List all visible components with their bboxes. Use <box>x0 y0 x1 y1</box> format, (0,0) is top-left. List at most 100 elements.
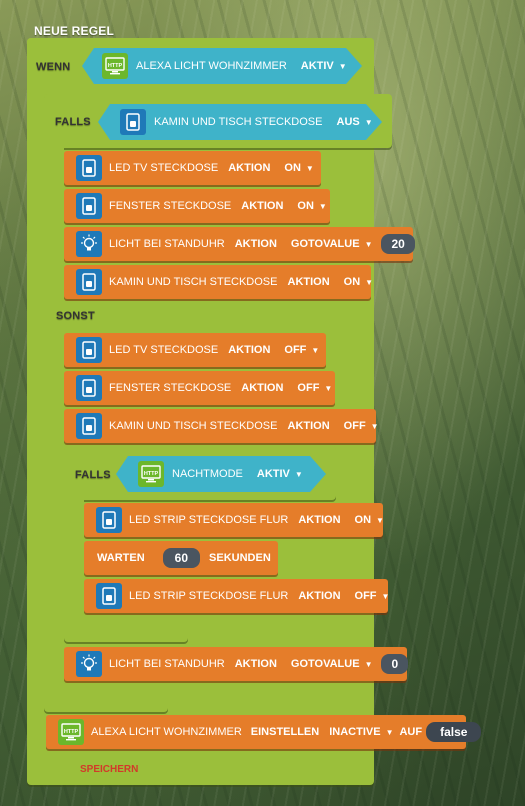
dropdown-arrow-icon: ▼ <box>370 421 379 431</box>
action-keyword: AKTION <box>287 276 330 288</box>
number-input[interactable]: 20 <box>381 234 415 254</box>
dropdown-arrow-icon: ▼ <box>318 201 327 211</box>
bulb-icon <box>76 231 102 257</box>
falls-block-body <box>44 94 64 712</box>
action-keyword: AKTION <box>234 658 277 670</box>
action-value-dropdown[interactable]: ON▼ <box>343 276 374 288</box>
final-auf-label: AUF <box>399 726 423 738</box>
action-keyword: AKTION <box>241 200 284 212</box>
socket-icon <box>76 375 102 401</box>
action-device: FENSTER STECKDOSE <box>109 382 232 394</box>
action-value-dropdown[interactable]: ON▼ <box>284 162 314 174</box>
action-device: LED STRIP STECKDOSE FLUR <box>129 590 289 602</box>
action-value-dropdown[interactable]: OFF▼ <box>343 420 379 432</box>
action-keyword: AKTION <box>287 420 330 432</box>
dropdown-arrow-icon: ▼ <box>294 469 303 479</box>
wait-seconds-input[interactable]: 60 <box>162 548 201 568</box>
nested-falls-device: NACHTMODE <box>172 468 243 480</box>
action-value-dropdown[interactable]: GOTOVALUE▼ <box>290 238 373 250</box>
dropdown-arrow-icon: ▼ <box>364 659 373 669</box>
dropdown-arrow-icon: ▼ <box>376 515 384 525</box>
action-device: KAMIN UND TISCH STECKDOSE <box>109 420 278 432</box>
nested-falls-label: FALLS <box>75 469 111 481</box>
action-device: KAMIN UND TISCH STECKDOSE <box>109 276 278 288</box>
action-value-dropdown[interactable]: GOTOVALUE▼ <box>290 658 373 670</box>
socket-icon <box>76 337 102 363</box>
svg-text:HTTP: HTTP <box>108 63 123 69</box>
dropdown-arrow-icon: ▼ <box>305 163 314 173</box>
final-action-block[interactable]: HTTP ALEXA LICHT WOHNZIMMER EINSTELLEN I… <box>46 715 482 749</box>
sonst-label: SONST <box>56 310 95 322</box>
action-block[interactable]: LED STRIP STECKDOSE FLUR AKTION OFF▼ <box>84 579 390 613</box>
number-input[interactable]: 0 <box>381 654 409 674</box>
dropdown-arrow-icon: ▼ <box>338 61 347 71</box>
action-device: LED TV STECKDOSE <box>109 344 219 356</box>
wenn-label: WENN <box>36 61 71 73</box>
action-value-dropdown[interactable]: ON▼ <box>297 200 327 212</box>
action-block[interactable]: FENSTER STECKDOSE AKTION OFF▼ <box>64 371 335 405</box>
action-device: FENSTER STECKDOSE <box>109 200 232 212</box>
wait-block[interactable]: WARTEN 60 SEKUNDEN <box>84 541 278 575</box>
wenn-condition-block[interactable]: HTTP ALEXA LICHT WOHNZIMMER AKTIV▼ <box>82 48 362 84</box>
action-value-dropdown[interactable]: OFF▼ <box>284 344 320 356</box>
nested-falls-body <box>64 446 84 642</box>
falls-condition-block[interactable]: KAMIN UND TISCH STECKDOSE AUS▼ <box>98 104 382 140</box>
sonst-section <box>44 302 168 330</box>
nested-falls-condition-block[interactable]: HTTP NACHTMODE AKTIV▼ <box>116 456 326 492</box>
falls-label: FALLS <box>55 116 91 128</box>
dropdown-arrow-icon: ▼ <box>324 383 333 393</box>
action-value-dropdown[interactable]: OFF▼ <box>297 382 333 394</box>
socket-icon <box>76 193 102 219</box>
socket-icon <box>96 507 122 533</box>
falls-device: KAMIN UND TISCH STECKDOSE <box>154 116 323 128</box>
action-block[interactable]: FENSTER STECKDOSE AKTION ON▼ <box>64 189 330 223</box>
socket-icon <box>76 155 102 181</box>
action-block[interactable]: LICHT BEI STANDUHR AKTION GOTOVALUE▼ 20 <box>64 227 415 261</box>
dropdown-arrow-icon: ▼ <box>385 727 394 737</box>
socket-icon <box>76 269 102 295</box>
action-block[interactable]: LICHT BEI STANDUHR AKTION GOTOVALUE▼ 0 <box>64 647 409 681</box>
nested-falls-footer <box>64 614 188 642</box>
action-block[interactable]: LED TV STECKDOSE AKTION ON▼ <box>64 151 321 185</box>
nested-falls-state-dropdown[interactable]: AKTIV▼ <box>256 468 303 480</box>
dropdown-arrow-icon: ▼ <box>311 345 320 355</box>
falls-block-footer <box>44 684 168 712</box>
action-device: LICHT BEI STANDUHR <box>109 238 225 250</box>
wenn-state-dropdown[interactable]: AKTIV▼ <box>300 60 347 72</box>
action-value-dropdown[interactable]: OFF▼ <box>354 590 390 602</box>
dropdown-arrow-icon: ▼ <box>365 277 374 287</box>
falls-state-dropdown[interactable]: AUS▼ <box>336 116 373 128</box>
final-value-dropdown[interactable]: INACTIVE▼ <box>329 726 394 738</box>
dropdown-arrow-icon: ▼ <box>364 239 373 249</box>
action-keyword: AKTION <box>228 162 271 174</box>
http-icon: HTTP <box>102 53 128 79</box>
svg-text:HTTP: HTTP <box>64 729 79 735</box>
action-block[interactable]: LED STRIP STECKDOSE FLUR AKTION ON▼ <box>84 503 384 537</box>
svg-text:HTTP: HTTP <box>144 471 159 477</box>
final-keyword: EINSTELLEN <box>250 726 320 738</box>
action-keyword: AKTION <box>241 382 284 394</box>
action-keyword: AKTION <box>298 514 341 526</box>
action-keyword: AKTION <box>298 590 341 602</box>
action-block[interactable]: KAMIN UND TISCH STECKDOSE AKTION OFF▼ <box>64 409 379 443</box>
action-block[interactable]: LED TV STECKDOSE AKTION OFF▼ <box>64 333 326 367</box>
dropdown-arrow-icon: ▼ <box>381 591 390 601</box>
action-value-dropdown[interactable]: ON▼ <box>354 514 384 526</box>
action-device: LED STRIP STECKDOSE FLUR <box>129 514 289 526</box>
socket-icon <box>120 109 146 135</box>
action-block[interactable]: KAMIN UND TISCH STECKDOSE AKTION ON▼ <box>64 265 374 299</box>
wenn-device: ALEXA LICHT WOHNZIMMER <box>136 60 287 72</box>
wait-unit: SEKUNDEN <box>209 552 271 564</box>
http-icon: HTTP <box>138 461 164 487</box>
wait-label: WARTEN <box>97 552 145 564</box>
action-device: LED TV STECKDOSE <box>109 162 219 174</box>
rule-title: NEUE REGEL <box>34 24 115 38</box>
save-button[interactable]: SPEICHERN <box>80 764 139 775</box>
dropdown-arrow-icon: ▼ <box>364 117 373 127</box>
bulb-icon <box>76 651 102 677</box>
action-device: LICHT BEI STANDUHR <box>109 658 225 670</box>
boolean-input[interactable]: false <box>426 722 482 742</box>
socket-icon <box>96 583 122 609</box>
http-icon: HTTP <box>58 719 84 745</box>
final-device: ALEXA LICHT WOHNZIMMER <box>91 726 242 738</box>
